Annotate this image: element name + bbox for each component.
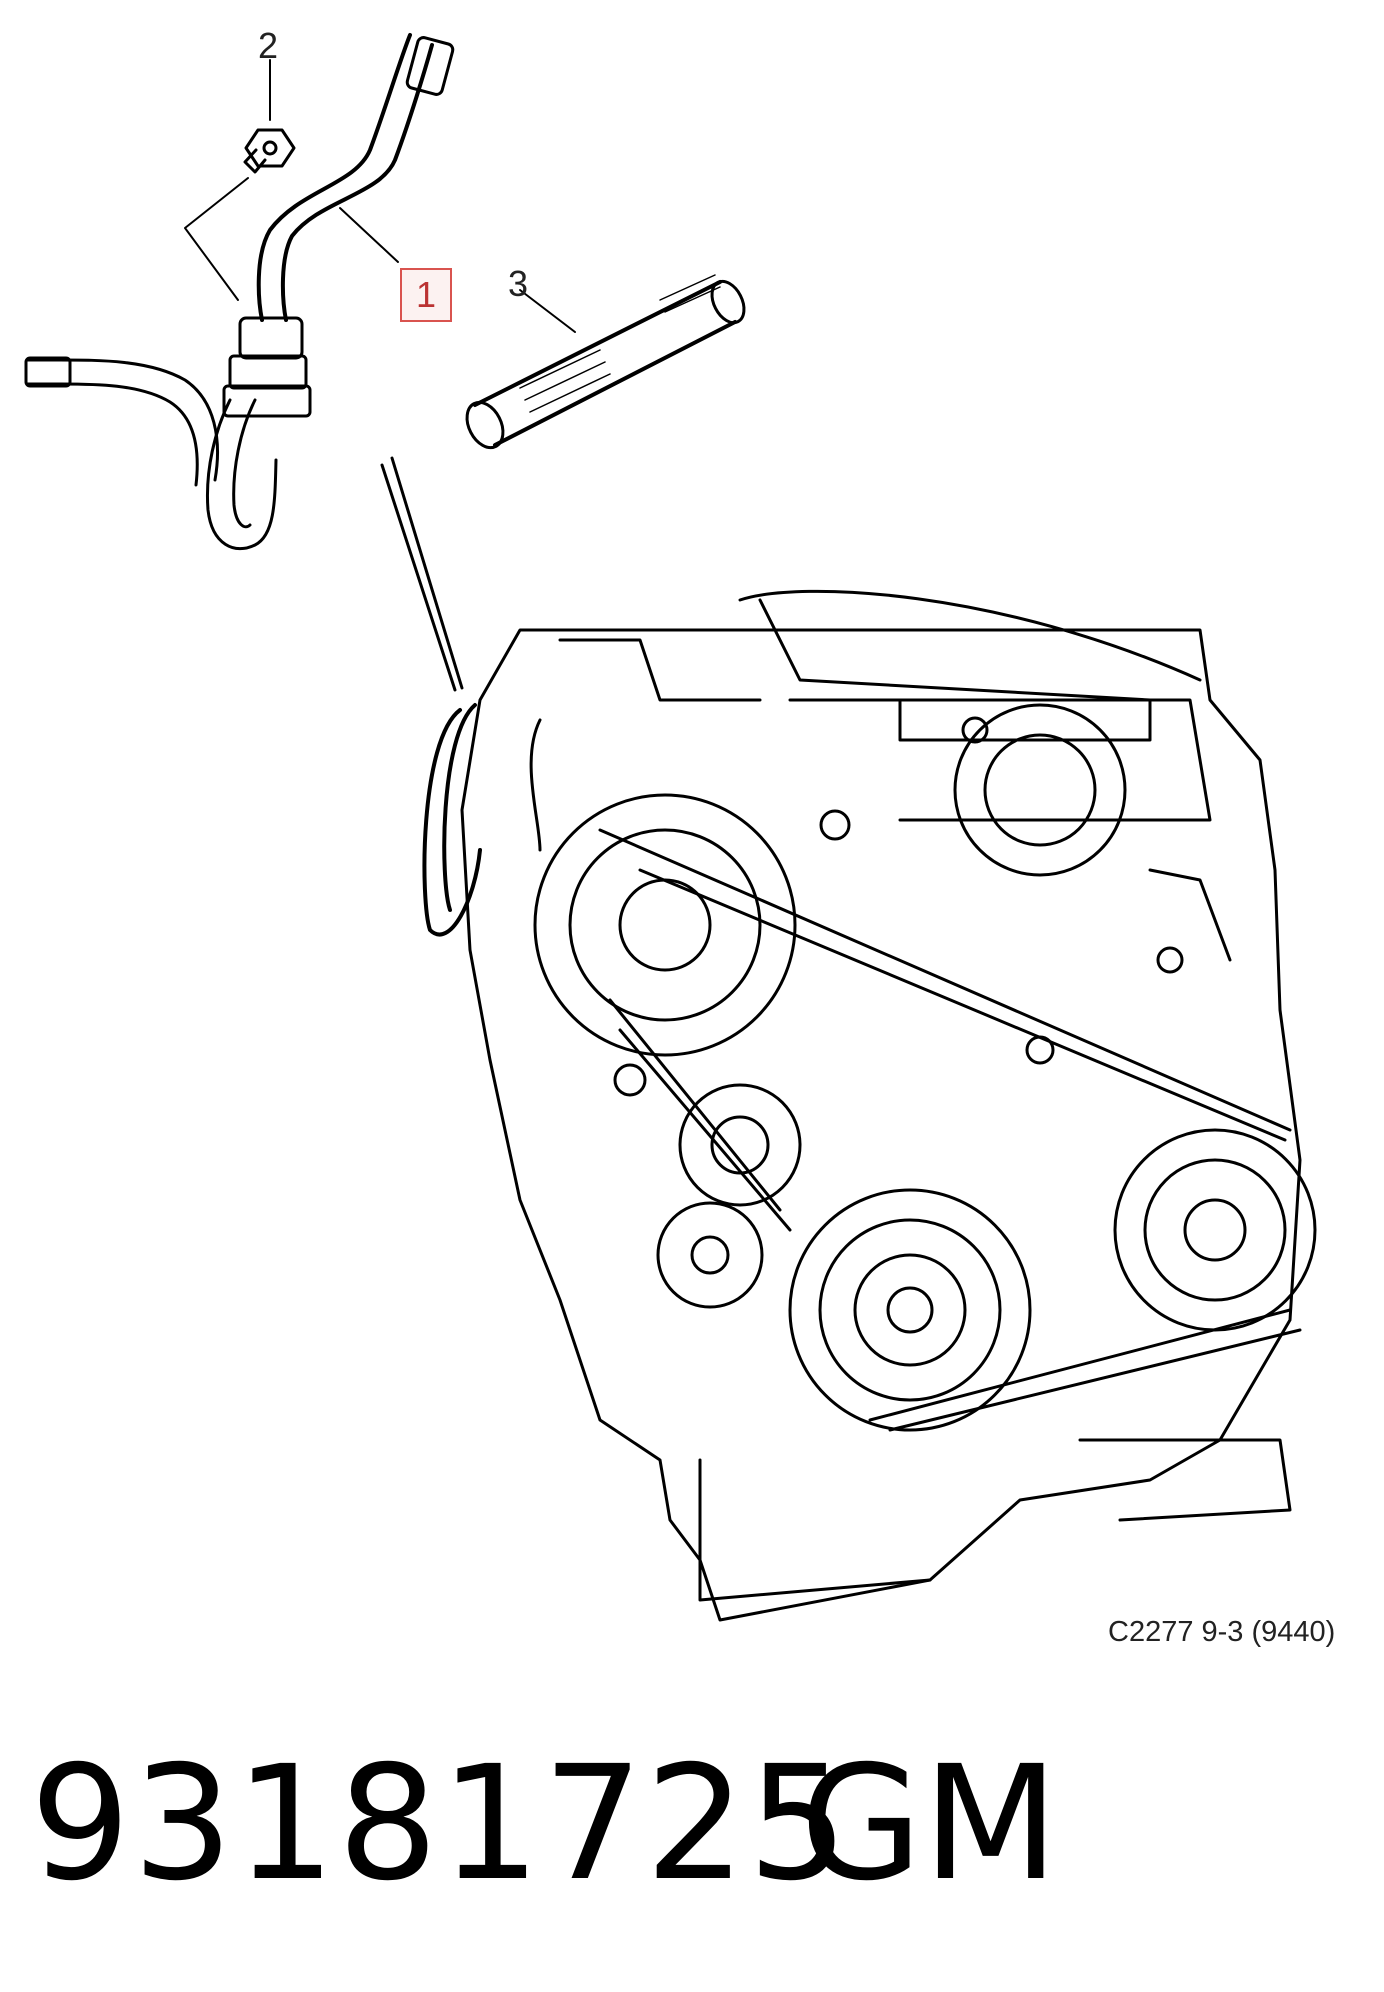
- callout-label-1-highlighted[interactable]: 1: [400, 268, 452, 322]
- vent-hose: [24, 33, 455, 551]
- callout-label-3: 3: [508, 263, 529, 304]
- callout-label-2: 2: [258, 25, 279, 66]
- brand-label: GM: [800, 1732, 1059, 1916]
- engine-illustration: [422, 589, 1317, 1622]
- protective-sleeve: [465, 274, 746, 450]
- bolt: [184, 59, 296, 301]
- part-number: 93181725: [30, 1732, 851, 1916]
- pointer-lines: [339, 207, 464, 692]
- diagram-reference-code: C2277 9-3 (9440): [1108, 1616, 1336, 1648]
